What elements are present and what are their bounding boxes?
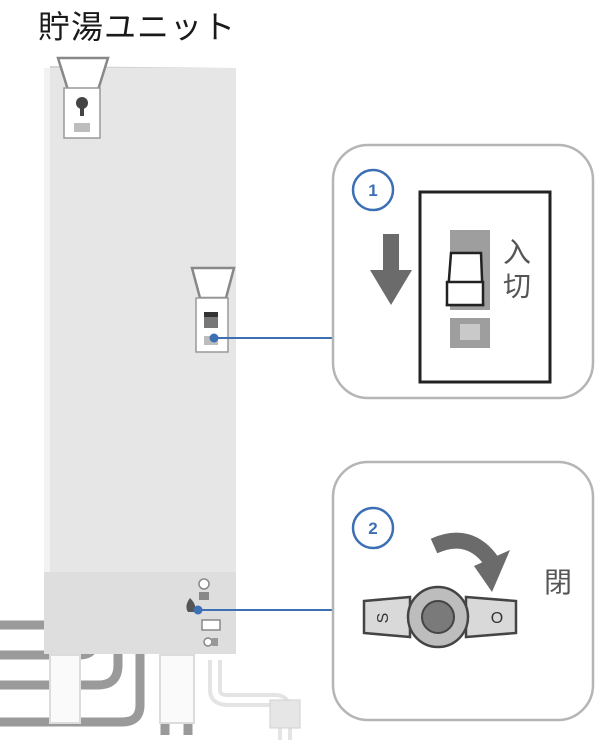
handle-s-label: S [375,613,392,624]
valve-handle-illustration: S O [362,585,518,649]
step-2-number-badge [351,506,395,550]
top-breaker [56,56,110,139]
step-2-panel: 2 閉 S O [331,460,595,722]
unit-stand [49,654,195,724]
off-label: 切 [503,270,531,303]
handle-o-label: O [491,610,503,627]
step-2-number: 2 [368,519,377,538]
step-1-number-badge [351,168,395,212]
storage-unit-body [44,66,236,654]
step-1-number: 1 [368,181,377,200]
callout-lines [193,333,333,615]
mid-breaker [190,266,236,353]
unit-valve [186,578,221,647]
step-1-panel: 1 入 切 [331,143,595,400]
down-arrow-icon [370,234,412,305]
on-label: 入 [503,236,531,269]
breaker-switch-illustration [418,190,552,384]
rotate-clockwise-arrow-icon [430,532,510,592]
page-title: 貯湯ユニット [38,8,237,46]
close-label: 閉 [544,566,572,599]
